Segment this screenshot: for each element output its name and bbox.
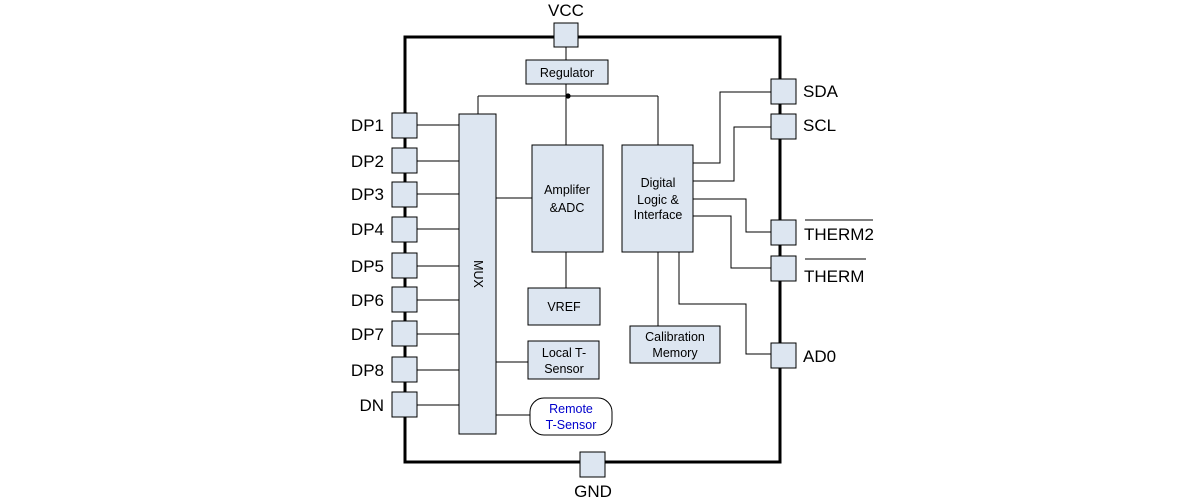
digital-label-line2: Logic & <box>637 193 679 207</box>
remote-sensor-label-line2: T-Sensor <box>546 418 597 432</box>
regulator-block <box>525 59 609 85</box>
therm2-pin-box <box>770 219 797 246</box>
dp2-label: DP2 <box>351 152 384 171</box>
gnd-label: GND <box>574 482 612 500</box>
dp6-label: DP6 <box>351 291 384 310</box>
sda-label: SDA <box>803 82 839 101</box>
amplifier-adc-block <box>531 144 604 253</box>
dp8-pin-box <box>391 356 418 383</box>
dp6-pin-box <box>391 286 418 313</box>
amplifier-label-line1: Amplifer <box>544 183 590 197</box>
dp2-pin-box <box>391 147 418 174</box>
ad0-pin-box <box>770 342 797 369</box>
vcc-label: VCC <box>548 1 584 20</box>
digital-label-line3: Interface <box>634 208 683 222</box>
scl-pin-box <box>770 113 797 140</box>
dp7-label: DP7 <box>351 325 384 344</box>
sda-pin-box <box>770 78 797 105</box>
dn-label: DN <box>359 396 384 415</box>
dp5-pin-box <box>391 252 418 279</box>
local-t-sensor-block <box>527 340 600 380</box>
calibration-label-line1: Calibration <box>645 330 705 344</box>
therm-pin-box <box>770 255 797 282</box>
calibration-memory-block <box>629 325 721 364</box>
gnd-pin-box <box>579 451 606 478</box>
dp1-label: DP1 <box>351 116 384 135</box>
dp3-label: DP3 <box>351 185 384 204</box>
vref-label: VREF <box>547 300 581 314</box>
remote-t-sensor-block <box>529 397 613 436</box>
junction-dot <box>565 93 571 99</box>
mux-block <box>458 113 497 435</box>
dp4-label: DP4 <box>351 220 384 239</box>
amplifier-label-line2: &ADC <box>550 201 585 215</box>
dp4-pin-box <box>391 216 418 243</box>
pin-boxes <box>391 22 797 478</box>
dp3-pin-box <box>391 181 418 208</box>
local-sensor-label-line2: Sensor <box>544 362 584 376</box>
dp7-pin-box <box>391 320 418 347</box>
vref-block <box>527 287 601 326</box>
ad0-label: AD0 <box>803 347 836 366</box>
digital-logic-block <box>621 144 694 253</box>
therm-label: THERM <box>804 267 864 286</box>
remote-sensor-label-line1: Remote <box>549 402 593 416</box>
dp5-label: DP5 <box>351 257 384 276</box>
vcc-pin-box <box>553 22 579 48</box>
dp8-label: DP8 <box>351 361 384 380</box>
scl-label: SCL <box>803 116 836 135</box>
dp1-pin-box <box>391 112 418 139</box>
calibration-label-line2: Memory <box>652 346 698 360</box>
mux-label: MUX <box>471 260 485 288</box>
dn-pin-box <box>391 391 418 418</box>
wires <box>417 47 771 462</box>
digital-label-line1: Digital <box>641 176 676 190</box>
local-sensor-label-line1: Local T- <box>542 346 586 360</box>
therm2-label: THERM2 <box>804 225 874 244</box>
regulator-label: Regulator <box>540 66 594 80</box>
